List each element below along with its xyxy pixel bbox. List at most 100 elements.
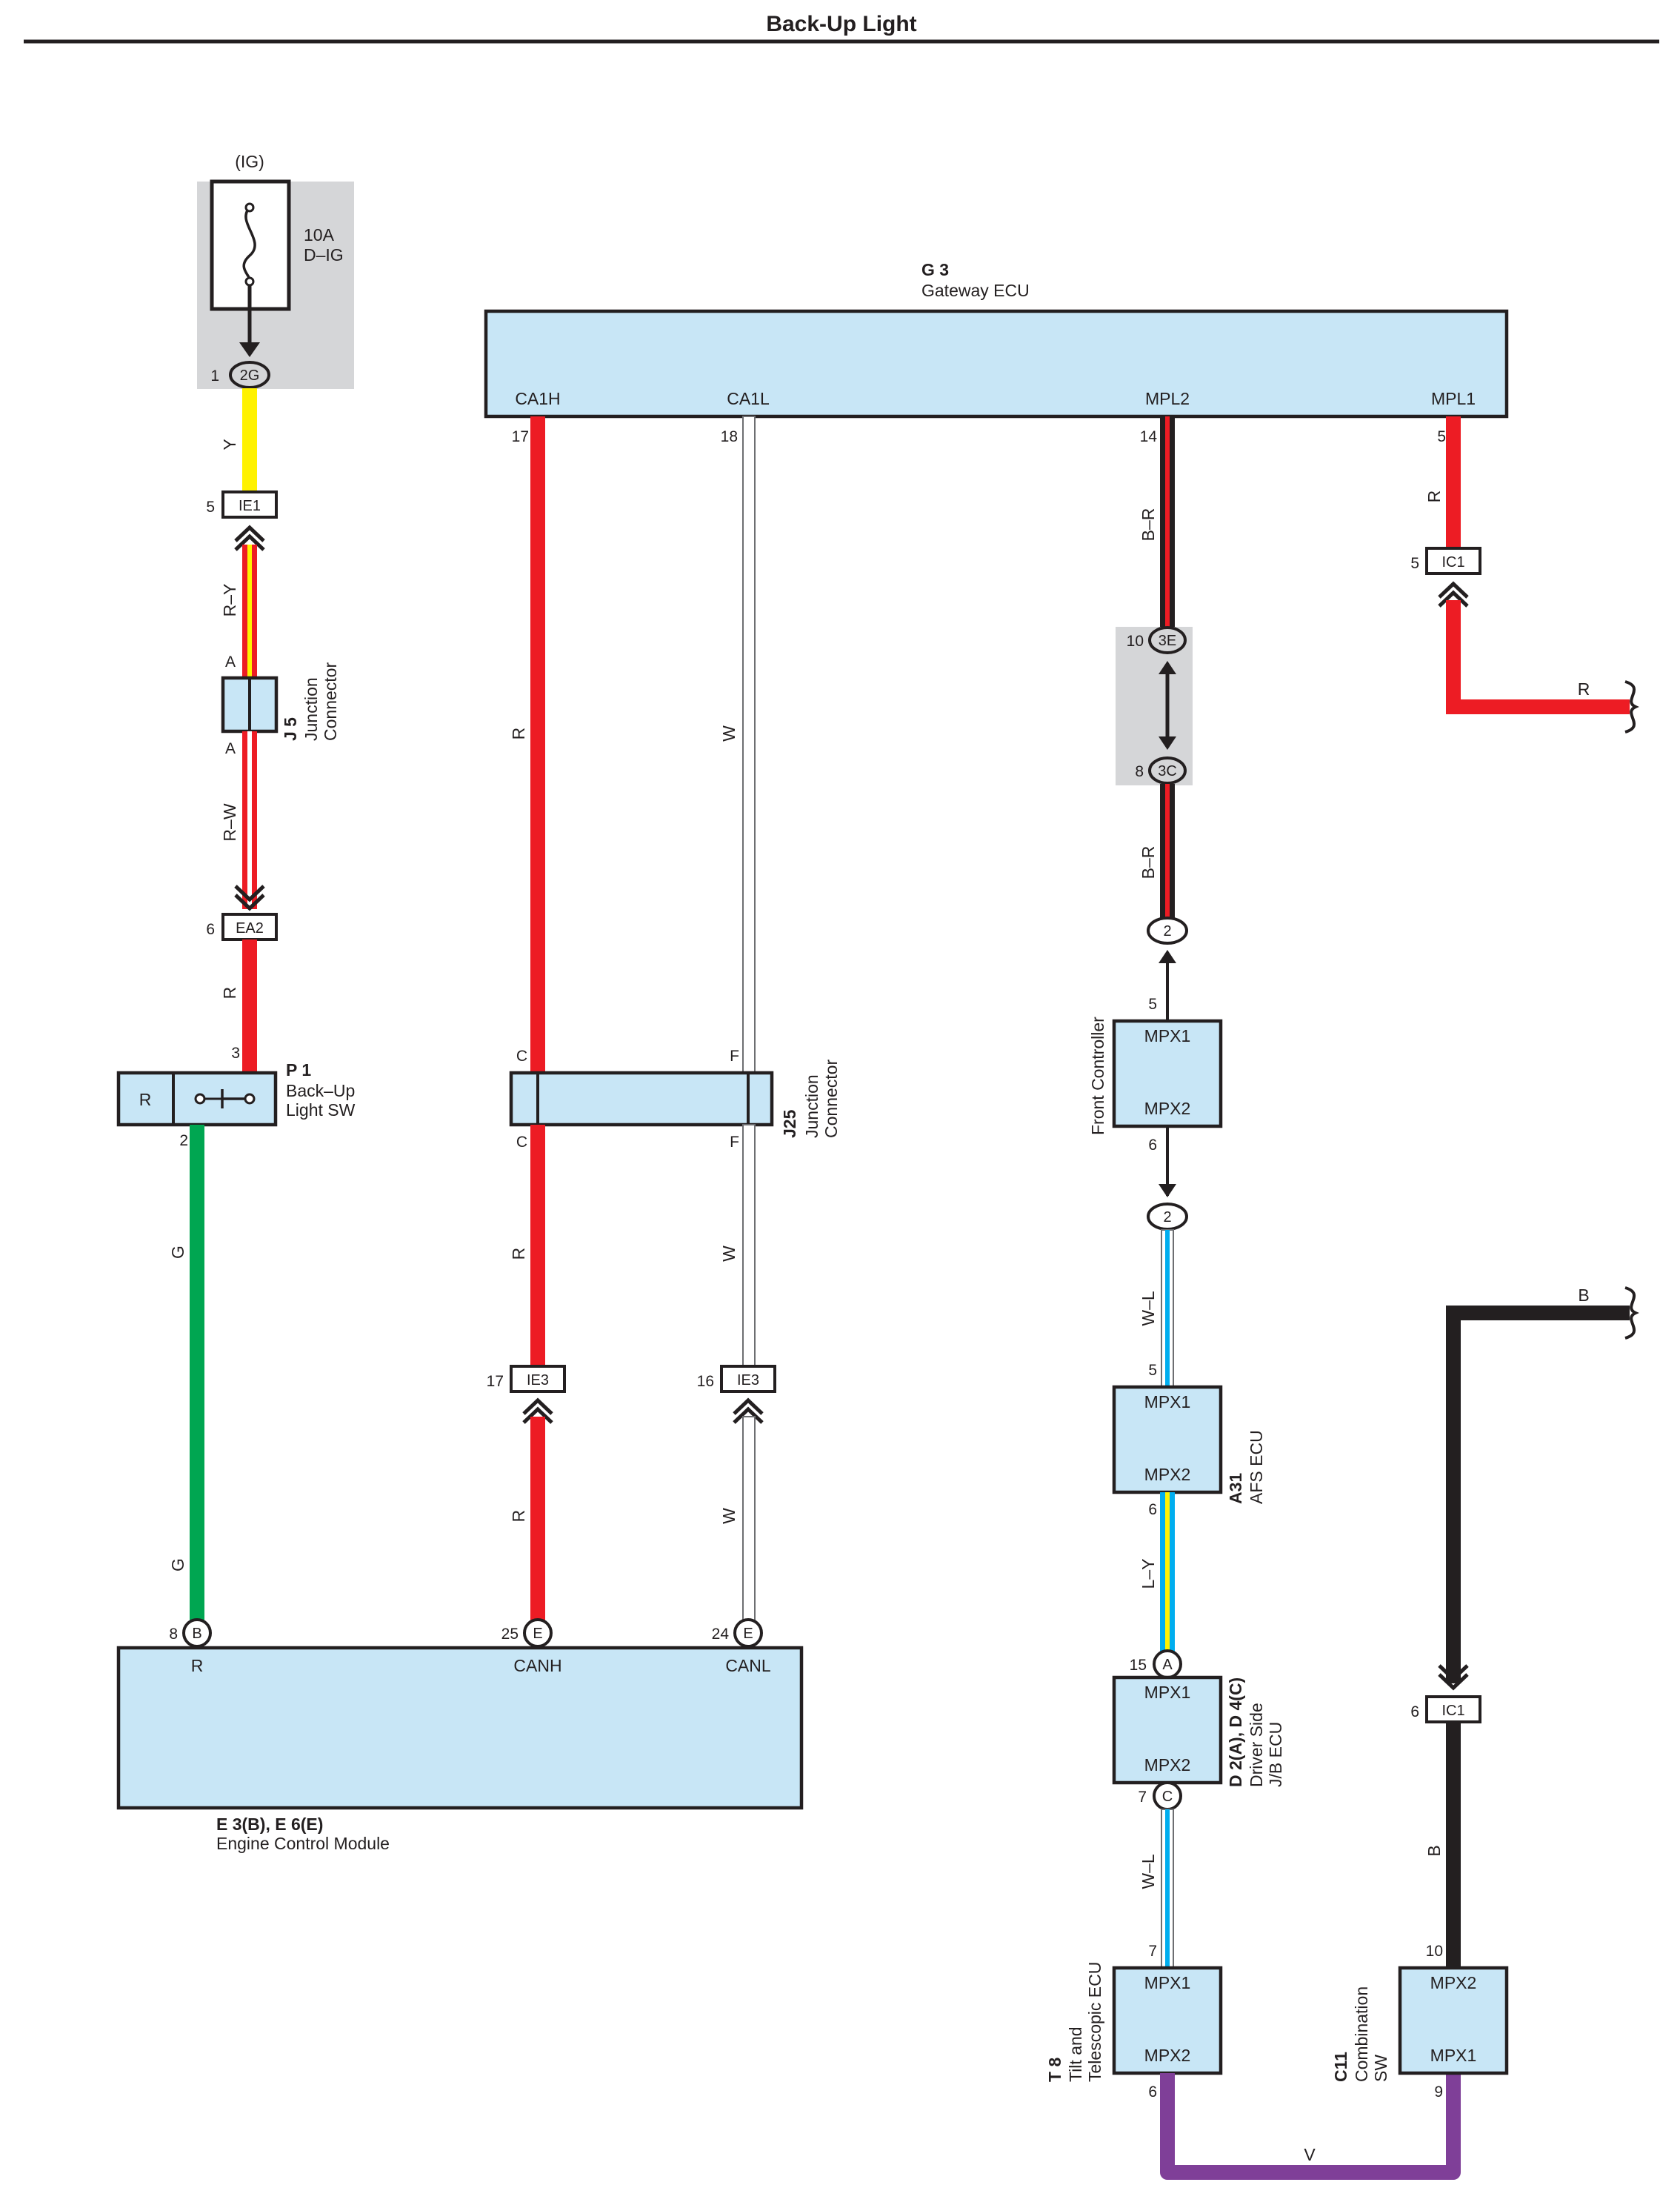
j5-pin-bottom: A — [225, 740, 236, 757]
connector-fc-top — [1147, 917, 1188, 945]
j25-box — [509, 1071, 774, 1127]
connector-ic1-b-pin: 6 — [1410, 1703, 1419, 1720]
wire-canl-label-2: W — [719, 1245, 739, 1262]
wire-v-label: V — [1304, 2145, 1316, 2164]
t8-bottom: MPX2 — [1144, 2046, 1191, 2065]
wire-y — [242, 388, 257, 492]
p1-switch-contact-right — [244, 1093, 256, 1105]
wire-canh-label-1: R — [509, 728, 528, 740]
ecm-pinnum-24: 24 — [712, 1626, 730, 1643]
wire-mpl1-out — [1446, 600, 1630, 714]
wire-g-label-1: G — [168, 1245, 187, 1259]
p1-name1: Back–Up — [286, 1081, 355, 1100]
connector-ie1 — [221, 490, 278, 519]
fc-bottom-arrow — [1159, 1184, 1176, 1197]
wire-rw-stripe — [247, 731, 252, 909]
fuse-name: D–IG — [304, 245, 344, 265]
wire-v — [1160, 2073, 1461, 2180]
p1-pin-bottom: 2 — [179, 1132, 188, 1149]
wire-mpl1-break — [1624, 680, 1639, 734]
fuse-terminal-top — [244, 202, 255, 213]
t8-pin-top: 7 — [1148, 1943, 1157, 1960]
p1-pin-top: 3 — [231, 1045, 240, 1062]
ie1-chevron — [234, 525, 265, 551]
j25-pin-f-top: F — [730, 1048, 739, 1065]
jb-pin-bottom: 7 — [1138, 1789, 1147, 1806]
wire-ry-label: R–Y — [220, 584, 239, 617]
connector-ie1-pin: 5 — [206, 499, 215, 516]
wire-canl-upper — [742, 416, 756, 1074]
connector-fc-top-label: 2 — [1163, 923, 1171, 939]
ecm-connector-e1-label: E — [533, 1626, 542, 1642]
j5-name1: Junction — [301, 677, 321, 741]
ecm-name: Engine Control Module — [216, 1834, 390, 1853]
wire-mpl1-label: R — [1424, 490, 1444, 503]
wire-r-p1-label: R — [220, 987, 239, 1000]
wire-canh-label-2: R — [509, 1248, 528, 1260]
t8-pin-bottom: 6 — [1148, 2083, 1157, 2101]
connector-3e-pin: 10 — [1127, 633, 1144, 650]
c11-top: MPX2 — [1430, 1973, 1477, 1992]
wire-br-upper-stripe — [1165, 416, 1170, 639]
wire-canh-upper — [530, 416, 545, 1073]
fuse-icon — [242, 206, 256, 282]
wire-mpl1 — [1446, 416, 1461, 560]
ea2-chevron — [234, 885, 265, 911]
fuse-terminal-bottom — [244, 276, 255, 287]
gateway-pin-ca1h: CA1H — [515, 389, 560, 408]
ie3-b-chevron — [733, 1397, 764, 1424]
connector-ie1-label: IE1 — [239, 498, 261, 514]
j25-pin-c-bottom: C — [516, 1134, 527, 1151]
j25-pin-f-bottom: F — [730, 1134, 739, 1151]
afs-bottom: MPX2 — [1144, 1465, 1191, 1484]
wire-ry-stripe — [247, 545, 252, 678]
wire-canl-lower — [742, 1416, 756, 1632]
wire-b-down — [1446, 1722, 1461, 1968]
j25-name2: Connector — [821, 1060, 841, 1138]
t8-name1: Tilt and — [1066, 2026, 1085, 2082]
jb-connector-c-label: C — [1162, 1789, 1173, 1805]
ic1-a-chevron — [1438, 581, 1469, 608]
ecm-connector-b-label: B — [192, 1626, 201, 1642]
connector-ie3-a-label: IE3 — [527, 1372, 549, 1388]
ecm-pin-r: R — [191, 1656, 204, 1675]
t8-ref: T 8 — [1045, 2058, 1064, 2082]
connector-2g — [229, 361, 270, 389]
afs-top: MPX1 — [1144, 1392, 1191, 1411]
c11-name2: SW — [1371, 2055, 1390, 2082]
j5-pin-top: A — [225, 653, 236, 671]
wire-ly-stripe — [1165, 1492, 1170, 1657]
connector-ie3-b-label: IE3 — [737, 1372, 759, 1388]
jb-box — [1112, 1675, 1223, 1785]
wire-wl-label-1: W–L — [1139, 1291, 1158, 1326]
gateway-pinnum-18: 18 — [721, 428, 738, 445]
afs-ref: A31 — [1226, 1473, 1245, 1504]
connector-ie3-a — [510, 1365, 566, 1393]
j25-ref: J25 — [780, 1109, 799, 1138]
wire-canh-label-3: R — [509, 1510, 528, 1523]
ecm-pin-canh: CANH — [513, 1656, 561, 1675]
gateway-pin-ca1l: CA1L — [727, 389, 770, 408]
ecm-connector-e2-label: E — [743, 1626, 753, 1642]
ic1-b-chevron — [1438, 1664, 1469, 1691]
ie3-a-chevron — [522, 1397, 553, 1424]
t8-top: MPX1 — [1144, 1973, 1191, 1992]
page-title: Back-Up Light — [766, 12, 916, 36]
c11-pin-top: 10 — [1426, 1943, 1443, 1960]
wire-canl-label-3: W — [719, 1508, 739, 1524]
connector-ea2 — [221, 913, 278, 941]
connector-ea2-label: EA2 — [236, 920, 264, 937]
p1-terminal: R — [139, 1090, 152, 1109]
connector-2g-label: 2G — [240, 368, 260, 384]
j5-name2: Connector — [321, 662, 340, 741]
connector-ic1-b-label: IC1 — [1441, 1703, 1464, 1719]
connector-ie3-b — [720, 1365, 776, 1393]
wire-br-lower-stripe — [1165, 784, 1170, 925]
gateway-ref: G 3 — [921, 260, 949, 279]
connector-3c-label: 3C — [1158, 763, 1177, 779]
ecm-pin-canl: CANL — [725, 1656, 771, 1675]
wire-rw-label: R–W — [220, 803, 239, 841]
connector-3e-label: 3E — [1159, 633, 1176, 649]
jb-bottom: MPX2 — [1144, 1755, 1191, 1775]
connector-2g-pin: 1 — [210, 368, 219, 385]
